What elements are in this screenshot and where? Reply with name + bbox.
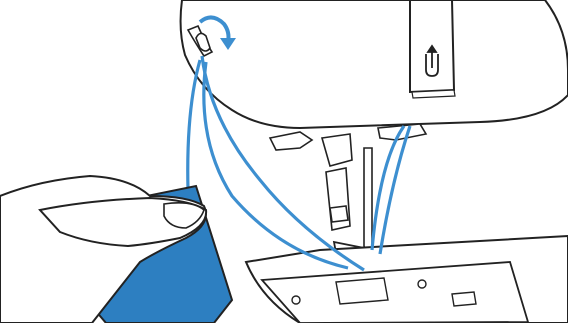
needle	[364, 148, 372, 256]
machine-head	[181, 0, 568, 128]
plate-screw-left	[292, 296, 300, 304]
needle-bar-block	[322, 134, 352, 166]
needle-clamp-screw	[330, 206, 348, 222]
presser-bar-holder	[270, 132, 312, 150]
bobbin-cover-slot	[452, 292, 476, 306]
feed-dog-slot	[336, 278, 388, 304]
plate-screw-right	[418, 280, 426, 288]
needle-panel-shadow	[412, 90, 455, 98]
